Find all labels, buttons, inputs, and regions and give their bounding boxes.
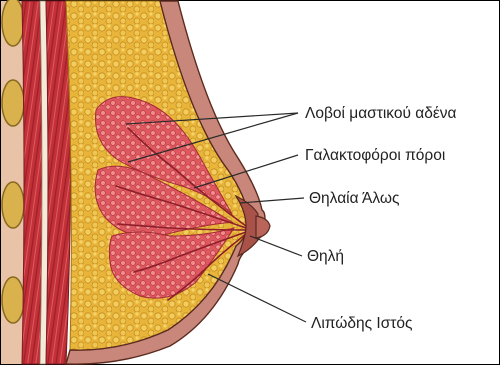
label-lobes: Λοβοί μαστικού αδένα [305, 105, 456, 122]
rib-section-3 [2, 182, 24, 228]
intercostal-muscle [22, 1, 42, 364]
rib-section-4 [2, 277, 24, 323]
chest-wall [1, 0, 71, 364]
label-fat: Λιπώδης Ιστός [311, 315, 412, 332]
rib-section-2 [2, 80, 24, 126]
rib-section-1 [2, 0, 24, 46]
label-ducts: Γαλακτοφόροι πόροι [305, 147, 445, 164]
label-nipple: Θηλή [307, 248, 344, 265]
label-areola: Θηλαία Άλως [309, 190, 399, 207]
pectoralis-muscle [46, 1, 71, 364]
